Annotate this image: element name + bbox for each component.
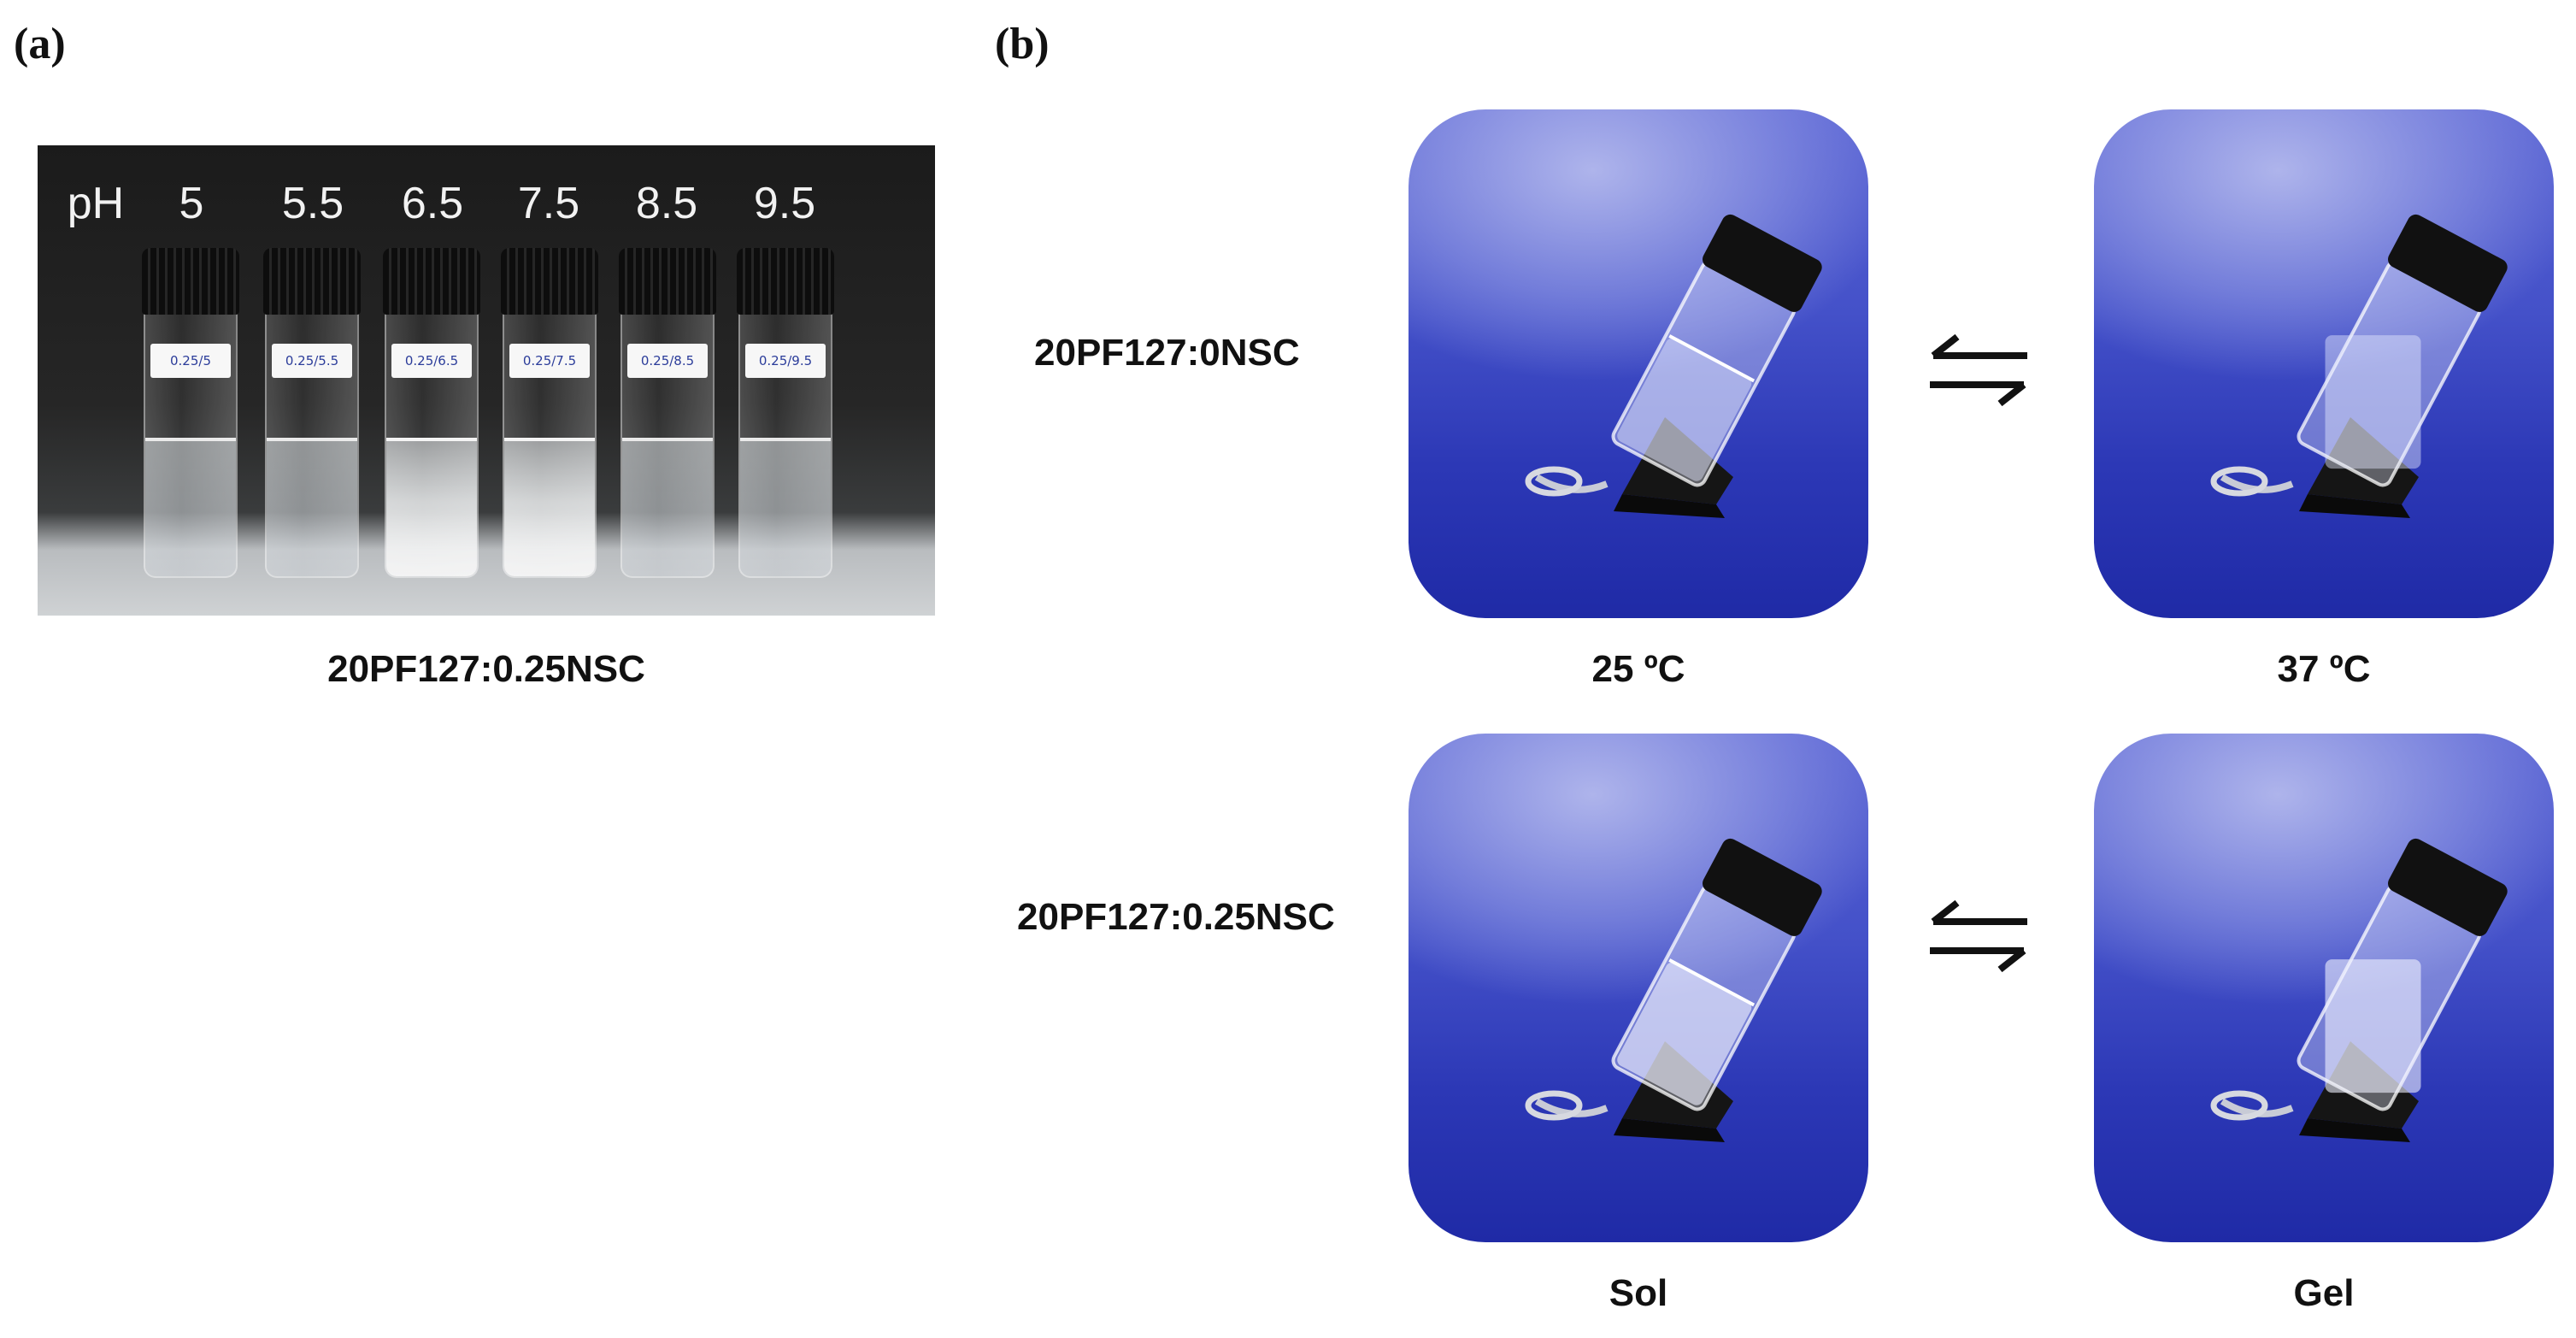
panel-a-caption: 20PF127:0.25NSC xyxy=(327,648,645,690)
reversible-arrows-icon xyxy=(1930,333,2027,407)
panel-label-b: (b) xyxy=(995,20,1050,68)
vial-liquid xyxy=(386,438,477,576)
state-caption-gel: Gel xyxy=(2293,1272,2355,1314)
vial-liquid xyxy=(145,438,236,576)
ph-label: pH xyxy=(67,179,125,228)
vial: 0.25/5 xyxy=(138,248,243,581)
ph-value: 5 xyxy=(179,179,204,228)
vial-cap xyxy=(142,248,239,315)
ph-value: 6.5 xyxy=(401,179,464,228)
ph-value: 8.5 xyxy=(635,179,698,228)
row-label-025nsc: 20PF127:0.25NSC xyxy=(1017,896,1335,938)
vial-liquid xyxy=(740,438,831,576)
vial-tag: 0.25/5.5 xyxy=(272,344,352,378)
ph-value: 5.5 xyxy=(281,179,344,228)
vial: 0.25/9.5 xyxy=(733,248,838,581)
ph-value: 9.5 xyxy=(753,179,816,228)
vial-photo-25c-0nsc xyxy=(1409,109,1868,618)
vial-tag: 0.25/6.5 xyxy=(391,344,472,378)
ph-value-row: pH 5 5.5 6.5 7.5 8.5 9.5 xyxy=(38,178,935,238)
vial-tag: 0.25/9.5 xyxy=(745,344,826,378)
vial-cap xyxy=(263,248,361,315)
reversible-arrows-icon xyxy=(1930,899,2027,973)
vial-photo-sol-025nsc xyxy=(1409,734,1868,1242)
vial-cap xyxy=(619,248,716,315)
state-caption-sol: Sol xyxy=(1609,1272,1668,1314)
tilted-vial-illustration xyxy=(2210,838,2508,1142)
vial: 0.25/8.5 xyxy=(615,248,720,581)
temp-caption-25c: 25 ºC xyxy=(1591,648,1685,690)
vial: 0.25/6.5 xyxy=(379,248,484,581)
vial-tag: 0.25/8.5 xyxy=(627,344,708,378)
vial-liquid xyxy=(504,438,595,576)
ph-value: 7.5 xyxy=(517,179,580,228)
tilted-vial-illustration xyxy=(2210,214,2508,518)
tilted-vial-illustration xyxy=(1525,838,1822,1142)
tilted-vial-illustration xyxy=(1525,214,1822,518)
vial: 0.25/5.5 xyxy=(260,248,364,581)
panel-label-a: (a) xyxy=(14,20,66,68)
vial-cap xyxy=(383,248,480,315)
vial-tag: 0.25/7.5 xyxy=(509,344,590,378)
vial-tag: 0.25/5 xyxy=(150,344,231,378)
row-label-0nsc: 20PF127:0NSC xyxy=(1034,332,1300,374)
vial-liquid xyxy=(267,438,357,576)
vial-cap xyxy=(737,248,834,315)
vial-photo-gel-025nsc xyxy=(2094,734,2554,1242)
vial-photo-37c-0nsc xyxy=(2094,109,2554,618)
vial-liquid xyxy=(622,438,713,576)
vial-cap xyxy=(501,248,598,315)
temp-caption-37c: 37 ºC xyxy=(2277,648,2371,690)
vials-ph-photo: pH 5 5.5 6.5 7.5 8.5 9.5 0.25/5 0.25/5.5… xyxy=(38,145,935,616)
vial: 0.25/7.5 xyxy=(497,248,602,581)
